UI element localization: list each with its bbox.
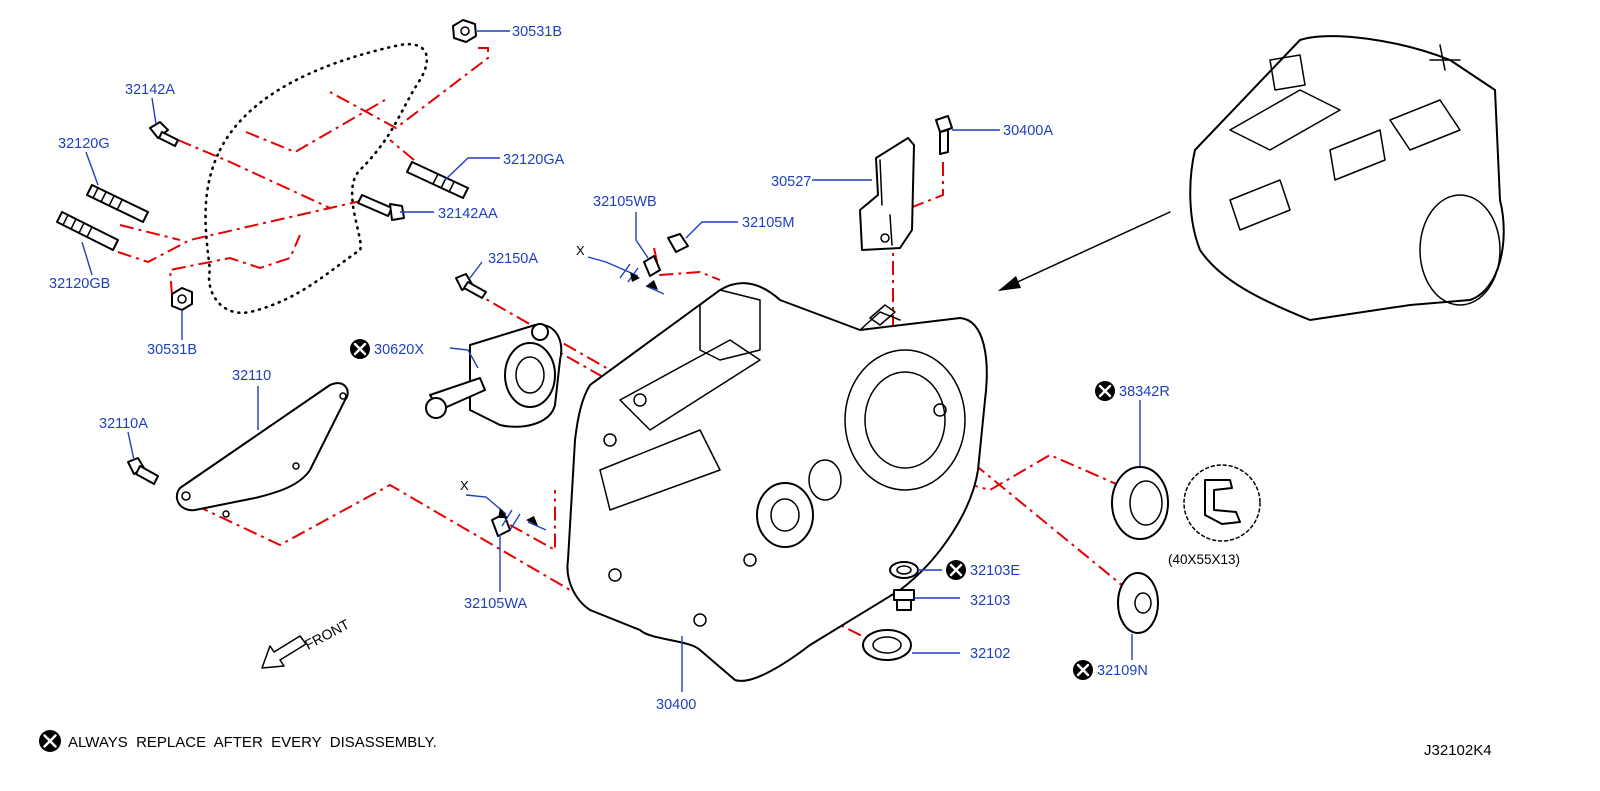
label-32110A: 32110A (99, 416, 148, 432)
replace-marker-icon (350, 339, 370, 359)
label-32142A: 32142A (125, 82, 175, 98)
label-32102: 32102 (970, 646, 1010, 662)
x-dimension-callout-upper (587, 256, 665, 295)
bracket-30527 (859, 137, 915, 251)
label-32120GB: 32120GB (49, 276, 110, 292)
housing-gasket-outline (204, 42, 429, 315)
replace-marker-icon (1073, 660, 1093, 680)
stud-32120G (86, 184, 149, 223)
label-32110: 32110 (232, 368, 271, 384)
diagram-code: J32102K4 (1424, 742, 1492, 759)
dowel-32105WB (643, 255, 661, 277)
assembled-transmission-view (1189, 35, 1505, 321)
x-dimension-callout-lower (465, 494, 547, 531)
view-pointer-arrow (999, 211, 1171, 291)
label-32120GA: 32120GA (503, 152, 565, 168)
nut-30531B-top (452, 19, 477, 43)
label-32105M: 32105M (742, 215, 794, 231)
nut-30531B-bottom (171, 287, 193, 311)
oil-seal-38342R (1111, 466, 1169, 540)
view-pointer-arrowhead (998, 276, 1021, 291)
bolt-32150A (455, 273, 487, 299)
label-32142AA: 32142AA (438, 206, 498, 222)
washer-32103E (889, 561, 919, 579)
label-32109N: 32109N (1097, 663, 1148, 679)
replace-marker-icon (946, 560, 966, 580)
label-32120G: 32120G (58, 136, 110, 152)
bushing-32105M (667, 233, 689, 253)
stud-32120GB (56, 211, 119, 251)
bolt-32142AA (357, 194, 405, 221)
label-30531B-bottom: 30531B (147, 342, 197, 358)
front-arrow-icon (261, 635, 307, 669)
transmission-case-30400 (566, 282, 988, 682)
plug-32109N (1117, 572, 1159, 634)
x-dimension-label-lower: X (460, 478, 469, 493)
label-32150A: 32150A (488, 251, 538, 267)
seal-32102 (862, 629, 912, 661)
front-label: FRONT (302, 616, 352, 653)
replace-marker-icon (39, 730, 61, 752)
label-30527: 30527 (771, 174, 811, 190)
label-32105WB: 32105WB (593, 194, 657, 210)
leader-lines (81, 30, 1141, 692)
label-30400: 30400 (656, 697, 696, 713)
x-dimension-label-upper: X (576, 243, 585, 258)
replace-marker-icon (1095, 381, 1115, 401)
seal-section-detail (1183, 464, 1261, 542)
label-30400A: 30400A (1003, 123, 1053, 139)
slave-cylinder-30620X (425, 323, 563, 428)
bolt-30400A (935, 115, 953, 155)
label-32103E: 32103E (970, 563, 1020, 579)
label-30531B-top: 30531B (512, 24, 562, 40)
bolt-32110A (127, 457, 159, 485)
seal-size-label: (40X55X13) (1168, 552, 1240, 567)
label-32105WA: 32105WA (464, 596, 527, 612)
label-30620X: 30620X (374, 342, 424, 358)
drain-plug-32103 (893, 589, 915, 611)
replace-footnote: ALWAYS REPLACE AFTER EVERY DISASSEMBLY. (68, 734, 437, 751)
label-38342R: 38342R (1119, 384, 1170, 400)
label-32103: 32103 (970, 593, 1010, 609)
bolt-32142A (149, 121, 179, 147)
cover-plate-32110 (175, 382, 349, 518)
